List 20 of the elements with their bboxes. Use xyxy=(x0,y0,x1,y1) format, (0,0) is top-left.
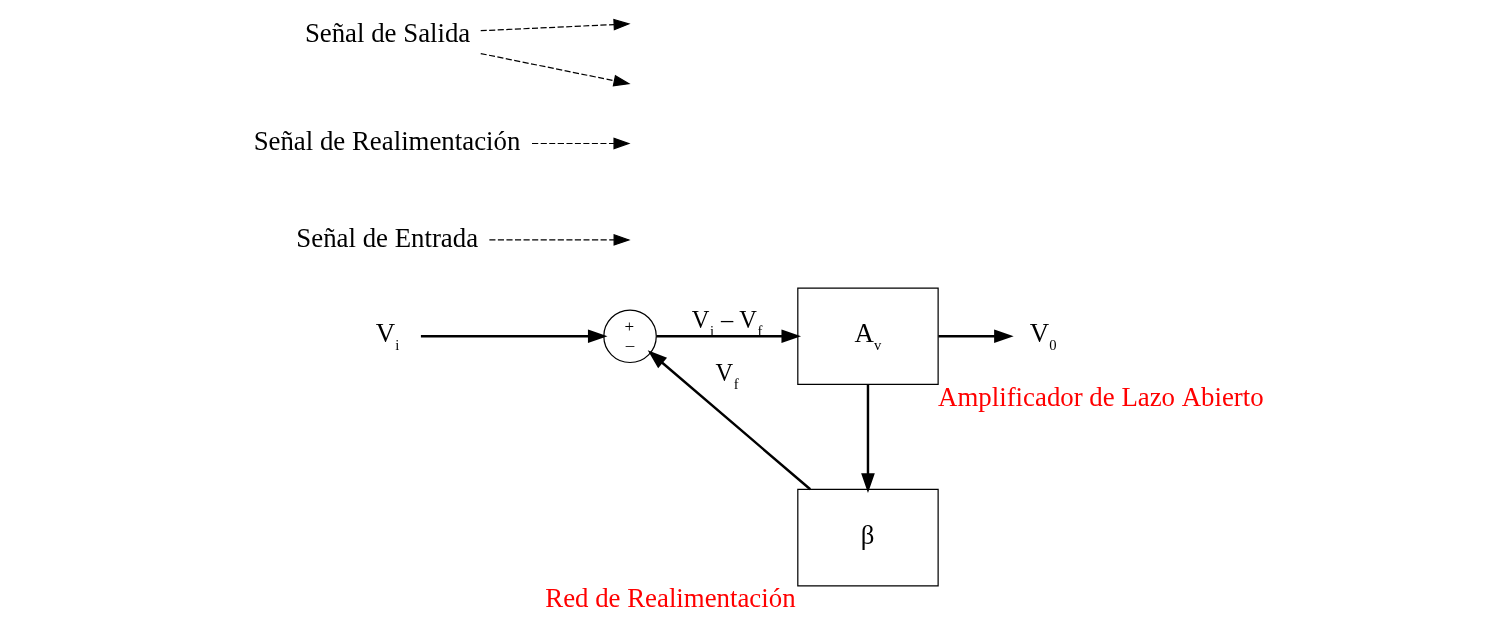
arrow xyxy=(488,233,631,246)
arrow xyxy=(420,329,608,344)
arrow xyxy=(938,329,1014,344)
node-label: Amplificador de Lazo Abierto xyxy=(938,381,1264,412)
arrow xyxy=(531,137,631,150)
node-circle: + – xyxy=(603,309,657,364)
node-box: A$_{v}$ xyxy=(797,287,939,386)
node-text: V$_{0}$ xyxy=(1029,317,1057,353)
node-text: Señal de Entrada xyxy=(296,222,479,253)
node-text: V$_{i}$ xyxy=(375,317,400,353)
arrow xyxy=(480,18,631,32)
node-text: Señal de Realimentación xyxy=(253,126,521,157)
node-label: Red de Realimentación xyxy=(545,583,796,614)
node-text: Señal de Salida xyxy=(304,17,471,48)
arrow xyxy=(861,384,875,493)
arrow xyxy=(480,52,631,87)
edge-label: V$_{f}$ xyxy=(715,359,739,393)
node-box: β xyxy=(797,488,939,587)
arrow xyxy=(656,329,802,344)
arrow xyxy=(647,350,812,491)
